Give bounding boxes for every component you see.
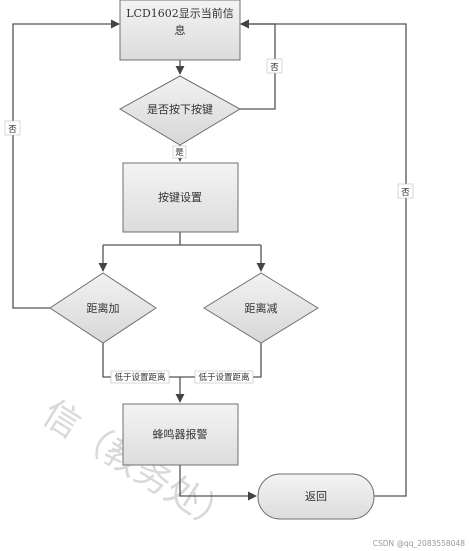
buzzer-label: 蜂鸣器报警 bbox=[153, 427, 208, 441]
dist-sub-decision bbox=[203, 272, 319, 344]
key-setting-box bbox=[122, 162, 239, 233]
dist-add-label: 距离加 bbox=[87, 301, 120, 315]
edge-label-yes: 是 bbox=[175, 148, 184, 158]
lcd-display-box bbox=[119, 0, 241, 61]
edge-buzzer-to-return bbox=[179, 465, 257, 501]
lcd-display-label-2: 息 bbox=[175, 23, 186, 37]
edge-split bbox=[103, 232, 261, 246]
edge-dist-add-no-loop bbox=[12, 19, 120, 309]
dist-add-decision bbox=[49, 272, 157, 344]
edge-label-no-far-right: 否 bbox=[401, 188, 410, 198]
key-pressed-label: 是否按下按键 bbox=[147, 102, 213, 116]
edge-label-no-left: 否 bbox=[8, 125, 17, 135]
credit-text: CSDN @qq_2083558048 bbox=[373, 539, 465, 548]
key-setting-label: 按键设置 bbox=[158, 190, 202, 204]
key-pressed-decision bbox=[118, 75, 242, 146]
edge-label-below-right: 低于设置距离 bbox=[198, 372, 249, 383]
return-terminator bbox=[257, 473, 375, 520]
edge-label-no-right: 否 bbox=[270, 63, 279, 73]
return-label: 返回 bbox=[305, 490, 327, 503]
lcd-display-label-1: LCD1602显示当前信 bbox=[126, 6, 234, 20]
dist-sub-label: 距离减 bbox=[245, 301, 278, 315]
edge-label-below-left: 低于设置距离 bbox=[114, 372, 165, 383]
buzzer-box bbox=[122, 403, 239, 466]
edge-return-loop bbox=[240, 19, 407, 497]
